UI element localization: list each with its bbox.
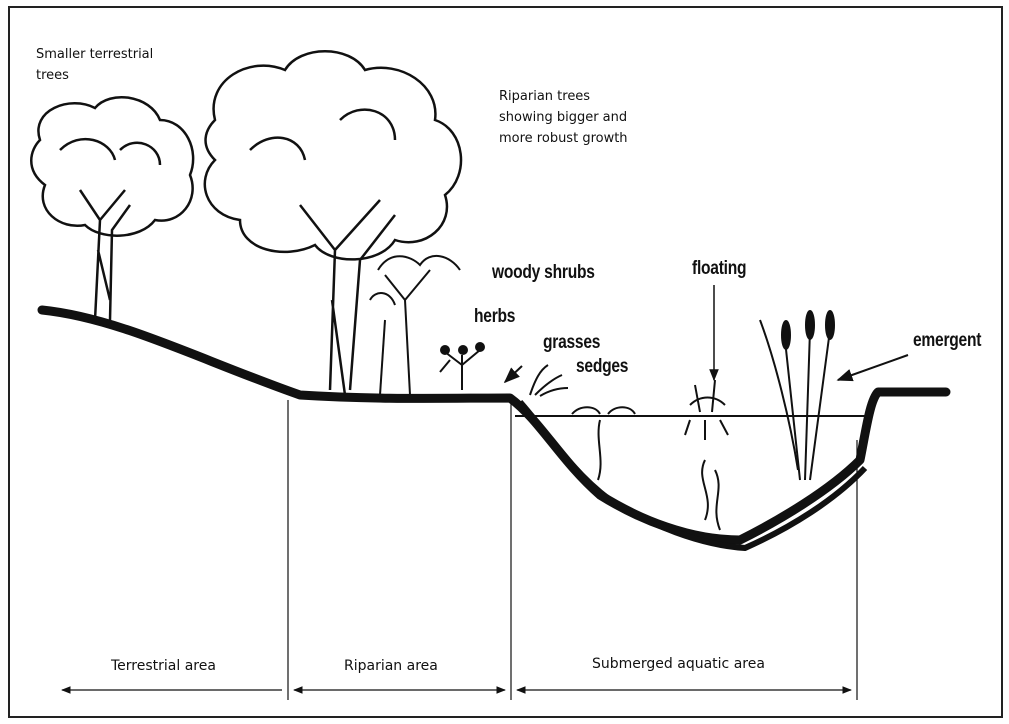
herb-icon	[440, 343, 484, 390]
submerged-plant-icon	[598, 420, 601, 480]
grasses-pointer	[505, 366, 522, 382]
grass-sedge-icon	[530, 365, 568, 396]
emergent-pointer	[838, 355, 908, 380]
floating-label: floating	[692, 258, 746, 280]
riparian-area-label: Riparian area	[344, 658, 438, 674]
emergent-plant-icon	[760, 311, 834, 480]
smaller-tree-icon	[31, 97, 193, 320]
smaller-trees-label: Smaller terrestrial trees	[36, 44, 153, 86]
floating-plant-icon	[685, 380, 728, 530]
submerged-area-label: Submerged aquatic area	[592, 656, 765, 672]
herbs-label: herbs	[474, 306, 515, 328]
riparian-tree-icon	[205, 51, 461, 395]
sedges-label: sedges	[576, 356, 628, 378]
riparian-trees-label: Riparian trees showing bigger and more r…	[499, 86, 628, 149]
terrestrial-area-label: Terrestrial area	[111, 658, 216, 674]
woody-shrub-icon	[370, 256, 460, 395]
emergent-label: emergent	[913, 330, 981, 352]
woody-shrubs-label: woody shrubs	[492, 262, 595, 284]
grasses-label: grasses	[543, 332, 600, 354]
floating-leaf-icon	[572, 407, 635, 414]
